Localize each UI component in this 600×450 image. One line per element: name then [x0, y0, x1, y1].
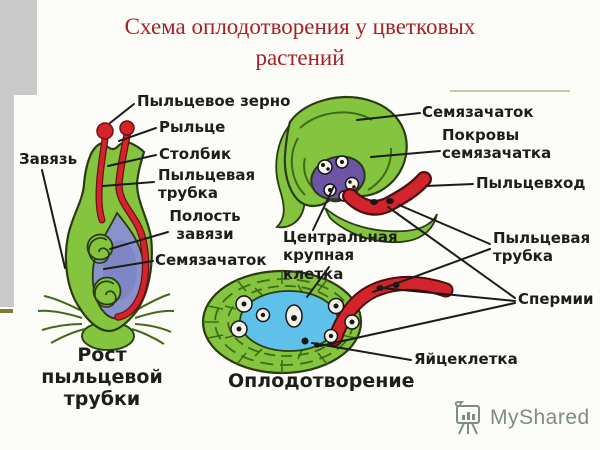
pollen-grain-shape: [96, 122, 114, 140]
label-stigma: Рыльце: [159, 118, 226, 136]
label-integuments: Покровы семязачатка: [442, 126, 552, 163]
leader-lines: [41, 103, 516, 361]
label-ovary-cavity: Полость завязи: [169, 207, 241, 244]
myshared-watermark[interactable]: MyShared: [452, 399, 592, 437]
sidebar-remnant-strip: [0, 95, 14, 307]
label-egg-cell: Яйцеклетка: [414, 350, 518, 368]
embryo-sac-illustration: [201, 269, 454, 375]
slide-title: Схема оплодотворения у цветковых растени…: [50, 11, 550, 73]
caption-fertilization: Оплодотворение: [228, 370, 415, 392]
sidebar-accent-dash: [0, 309, 13, 313]
ovule-illustration: [275, 96, 438, 244]
label-central-cell: Центральная крупная клетка: [283, 228, 398, 283]
label-sperm: Спермии: [518, 290, 594, 308]
label-ovule-right: Семязачаток: [422, 103, 534, 121]
decorative-line: [450, 90, 570, 92]
sidebar-remnant-top: [0, 0, 37, 95]
label-ovary: Завязь: [19, 150, 78, 168]
label-style: Столбик: [159, 145, 232, 163]
ovule-upper: [86, 233, 114, 264]
title-line2: растений: [255, 45, 345, 71]
label-pollen-grain: Пыльцевое зерно: [137, 92, 291, 110]
label-ovule-left: Семязачаток: [155, 251, 267, 269]
pistil-illustration: [37, 120, 175, 351]
label-pollen-tube-left: Пыльцевая трубка: [158, 166, 256, 203]
flipchart-icon: [454, 401, 480, 435]
watermark-text: MyShared: [490, 406, 590, 429]
title-line1: Схема оплодотворения у цветковых: [124, 14, 476, 39]
ovule-lower: [92, 276, 122, 308]
caption-pollen-tube-growth: Рост пыльцевой трубки: [41, 344, 163, 410]
label-micropyle: Пыльцевход: [476, 174, 586, 192]
label-pollen-tube-right: Пыльцевая трубка: [493, 229, 591, 266]
